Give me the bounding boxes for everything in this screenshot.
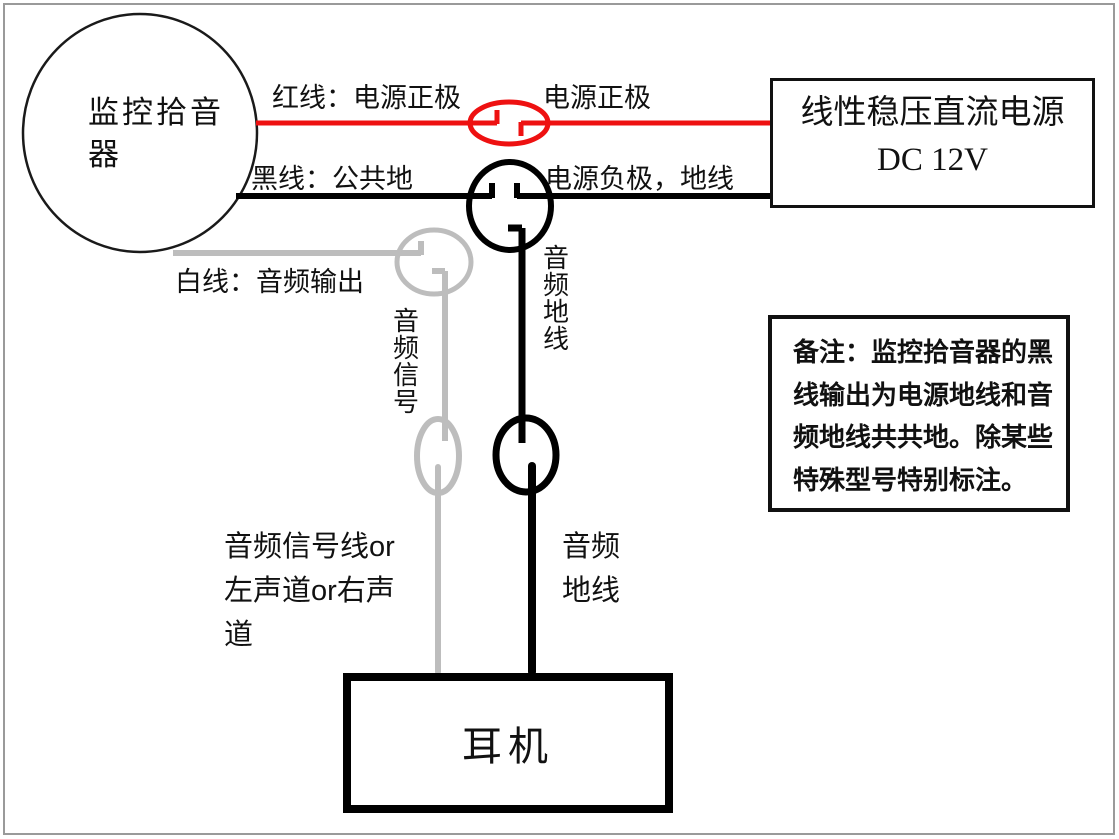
red-wire-line [256,110,770,136]
audio-ground-line-label-line1: 音频 [562,531,621,563]
mic-circle [21,12,259,254]
power-negative-label: 电源负极，地线 [545,164,734,194]
audio-ground-line-label-line2: 地线 [562,575,621,607]
power-supply-name: 线性稳压直流电源 [800,95,1065,131]
power-supply-voltage: DC 12V [877,142,988,178]
mic-label-line2: 器 [88,137,122,172]
white-wire-line [173,241,424,256]
audio-signal-line-label-line1: 音频信号线or [224,531,395,563]
black-wire-label: 黑线：公共地 [251,164,413,194]
note-line2: 线输出为电源地线和音 [793,379,1054,410]
power-supply-box: 线性稳压直流电源 DC 12V [770,78,1095,208]
headphone-label: 耳机 [462,725,554,769]
note-line3: 频地线共共地。除某些 [793,422,1054,452]
mic-label-line1: 监控拾音 [88,95,224,130]
power-positive-label: 电源正极 [543,83,651,113]
red-wire-label: 红线：电源正极 [272,83,461,113]
red-connector-icon [467,99,551,147]
audio-signal-line-label: 音频信号线or 左声道or右声 道 [224,525,395,657]
white-connector-icon [394,227,474,297]
audio-ground-upper-line [508,224,526,443]
white-wire-label: 白线：音频输出 [175,267,364,297]
black-ground-wire [236,159,770,253]
audio-ground-wire [492,224,560,676]
audio-ground-line-label: 音频 地线 [562,525,620,613]
headphone-box: 耳机 [343,673,673,813]
note-line4: 特殊型号特别标注。 [793,464,1028,495]
audio-ground-connector-icon [492,414,560,496]
audio-signal-line-label-line3: 道 [224,619,254,651]
black-connector-icon [466,159,554,253]
audio-signal-wire [173,227,474,675]
note-box: 备注：监控拾音器的黑 线输出为电源地线和音 频地线共共地。除某些 特殊型号特别标… [768,315,1070,512]
mic-label: 监控拾音 器 [88,92,224,176]
note-line1: 备注：监控拾音器的黑 [793,337,1054,367]
audio-signal-upper-line [432,268,448,441]
audio-signal-line-label-line2: 左声道or右声 [224,575,395,607]
audio-signal-vertical-label: 音频信号 [392,307,419,417]
audio-ground-vertical-label: 音频地线 [542,244,569,354]
red-power-wire [256,99,770,147]
black-wire-line [236,183,770,199]
